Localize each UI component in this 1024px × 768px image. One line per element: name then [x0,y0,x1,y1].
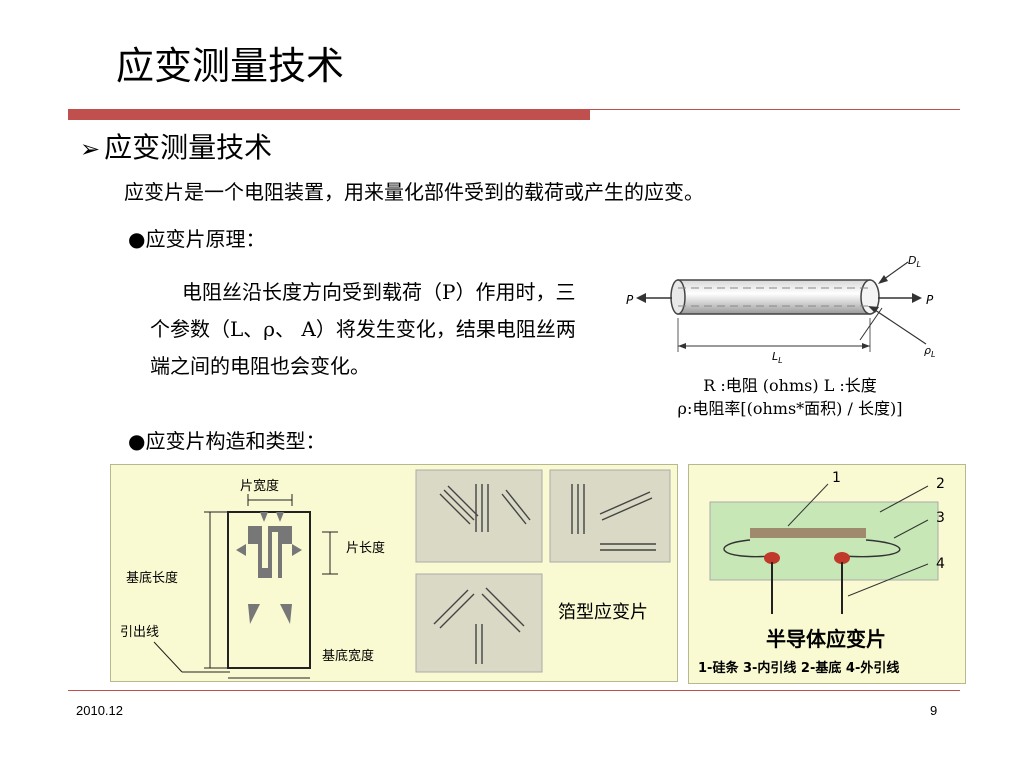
svg-text:LL: LL [772,350,783,365]
num-3: 3 [936,510,945,526]
title-divider [68,109,960,110]
semiconductor-title: 半导体应变片 [766,627,886,651]
num-4: 4 [936,556,945,572]
num-1: 1 [832,470,841,486]
section-heading: ➢应变测量技术 [80,128,272,169]
svg-text:DL: DL [908,254,921,269]
rho-label: ρ [924,344,931,357]
footer-divider [68,690,960,691]
p-right-label: P [926,293,934,307]
rho-pointer-2 [859,307,883,341]
dl-sub: L [916,260,920,269]
title-accent-bar [68,110,590,120]
semiconductor-legend: 1-硅条 3-内引线 2-基底 4-外引线 [698,660,899,676]
rho-sub: L [931,350,935,359]
slide-title: 应变测量技术 [116,44,345,88]
foil-type-label: 箔型应变片 [558,602,648,623]
wire-caption: R :电阻 (ohms) L :长度 ρ:电阻率[(ohms*面积) / 长度)… [640,374,940,420]
inner-lead [723,539,901,558]
section-heading-text: 应变测量技术 [104,131,273,164]
gauge-base [227,511,311,669]
bullet-principle: ●应变片原理： [128,227,266,251]
ll-label: L [772,350,778,363]
p-left-label: P [626,293,634,307]
intro-text: 应变片是一个电阻装置，用来量化部件受到的载荷或产生的应变。 [124,180,704,204]
wire-left-end [670,279,686,315]
caption-line-1: R :电阻 (ohms) L :长度 [703,376,877,395]
dl-label: D [908,254,916,267]
wire-diagram: P P DL LL ρL [626,254,935,365]
rosette-thumb-1 [415,469,543,563]
page-number: 9 [930,703,938,718]
foil-gauge-drawing: 片宽度 片长度 基底长度 引出线 基底宽度 箔型应变片 [120,469,671,679]
bullet-structure: ●应变片构造和类型： [128,429,326,453]
footer-date: 2010.12 [76,703,123,718]
ll-sub: L [778,356,782,365]
label-lead: 引出线 [120,625,159,640]
label-base-width: 基底宽度 [322,648,374,664]
wire-cylinder [677,279,871,315]
semiconductor-base [709,501,939,581]
caption-line-2: ρ:电阻率[(ohms*面积) / 长度)] [677,399,903,418]
label-width: 片宽度 [240,478,279,494]
label-base-length: 基底长度 [126,570,178,586]
svg-text:ρL: ρL [924,344,935,359]
semiconductor-drawing: 1 2 3 4 半导体应变片 1-硅条 3-内引线 2-基底 4-外引线 [698,470,945,676]
num-2: 2 [936,476,945,492]
principle-paragraph: 电阻丝沿长度方向受到载荷（P）作用时，三个参数（L、ρ、 A）将发生变化，结果电… [150,280,576,378]
silicon-strip [750,528,866,538]
label-length: 片长度 [346,540,385,556]
arrow-bullet-icon: ➢ [80,135,101,163]
rho-pointer [871,307,927,345]
